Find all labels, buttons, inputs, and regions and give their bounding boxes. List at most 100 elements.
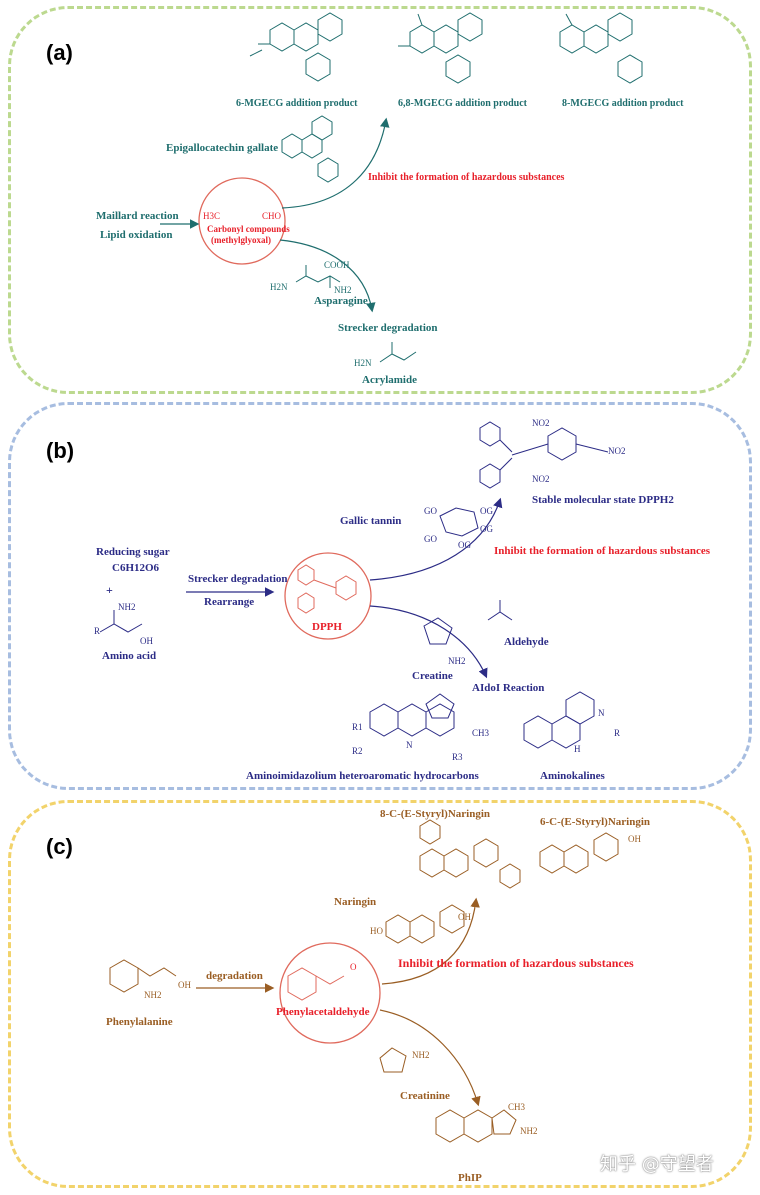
asparagine-group-cooh: COOH	[324, 260, 350, 270]
arrow-carbonyl-to-acrylamide	[279, 239, 376, 313]
tannin-group-1: GO	[424, 506, 437, 516]
carbonyl-name-1: Carbonyl compounds	[207, 224, 290, 234]
styryl-naringin-8-structure	[419, 819, 499, 878]
panel-c-frame	[8, 800, 752, 1188]
carbonyl-formula-right: CHO	[262, 211, 282, 221]
aldol-label: AIdoI Reaction	[472, 682, 545, 694]
styryl-naringin-6-structure	[499, 832, 619, 889]
amino-group-oh: OH	[140, 636, 153, 646]
carbonyl-name-2: (methylglyoxal)	[211, 235, 271, 245]
panel-c-molecules	[109, 819, 619, 1143]
phenylalanine-label: Phenylalanine	[106, 1016, 173, 1028]
creatinine-label: Creatinine	[400, 1090, 450, 1102]
aminokaline-structure	[523, 691, 595, 749]
plus-sign: +	[106, 583, 113, 597]
panel-a-molecules	[249, 12, 643, 183]
asparagine-label: Asparagine	[314, 295, 368, 307]
acrylamide-group: H2N	[354, 358, 372, 368]
styryl-6-label: 6-C-(E-Styryl)Naringin	[540, 816, 650, 828]
arrow-carbonyl-to-products	[281, 117, 390, 209]
creatine-group-nh2: NH2	[448, 656, 466, 666]
arrow-pa-to-phip	[379, 1009, 481, 1107]
phenylacetaldehyde-structure	[287, 967, 345, 1001]
naringin-group-ho: HO	[370, 926, 383, 936]
panel-a-label: (a)	[46, 40, 73, 65]
product-b-2: Aminokalines	[540, 770, 605, 782]
aminoimidazo-group-ch3: CH3	[472, 728, 490, 738]
panel-b-molecules	[99, 421, 609, 749]
arrow-dpph-to-aldol	[369, 605, 488, 679]
product-6-mgecg-structure	[249, 12, 343, 82]
sugar-label: Reducing sugar	[96, 546, 170, 558]
aminoimidazo-structure	[369, 693, 455, 737]
inhibit-text-c: Inhibit the formation of hazardous subst…	[398, 956, 634, 970]
panel-c-label: (c)	[46, 834, 73, 859]
amino-group-r: R	[94, 626, 101, 636]
dpph2-label: Stable molecular state DPPH2	[532, 494, 674, 506]
creatine-label: Creatine	[412, 670, 453, 682]
dpph2-group-1: NO2	[532, 418, 550, 428]
naringin-group-oh: OH	[458, 912, 471, 922]
asparagine-group-nh2: NH2	[334, 285, 352, 295]
acrylamide-structure	[379, 342, 417, 363]
creatinine-structure	[379, 1047, 407, 1073]
carbonyl-circle	[198, 177, 286, 265]
tannin-group-2: OG	[480, 506, 493, 516]
arrow-dpph-to-dpph2	[369, 497, 503, 581]
aldehyde-label: Aldehyde	[504, 636, 549, 648]
acrylamide-label: Acrylamide	[362, 374, 417, 386]
gallic-tannin-label: Gallic tannin	[340, 515, 402, 527]
source-1: Maillard reaction	[96, 210, 179, 222]
creatine-structure	[423, 617, 453, 645]
dpph-structure	[297, 564, 357, 614]
dpph2-group-2: NO2	[608, 446, 626, 456]
product-6-8-mgecg-structure	[398, 12, 483, 84]
dpph2-structure	[479, 421, 609, 489]
product-label-3: 8-MGECG addition product	[562, 98, 684, 109]
aminoimidazo-group-r1: R1	[352, 722, 363, 732]
phenylacetaldehyde-label: Phenylacetaldehyde	[276, 1006, 370, 1018]
dpph-circle	[284, 552, 372, 640]
aminoimidazo-group-n: N	[406, 740, 413, 750]
aminokaline-group-r: R	[614, 728, 621, 738]
phenylacetaldehyde-circle	[279, 942, 381, 1044]
tannin-group-4: GO	[424, 534, 437, 544]
aminokaline-group-h: H	[574, 744, 581, 754]
product-8-mgecg-structure	[559, 12, 643, 84]
strecker-label: Strecker degradation	[338, 322, 438, 334]
arrow-pa-to-naringin-products	[381, 897, 480, 985]
tannin-group-3: OG	[480, 524, 493, 534]
tannin-group-5: OG	[458, 540, 471, 550]
dpph2-group-3: NO2	[532, 474, 550, 484]
egcg-structure	[281, 115, 339, 183]
pa-group-o: O	[350, 962, 357, 972]
inhibitor-label: Epigallocatechin gallate	[166, 142, 279, 154]
degradation-label: degradation	[206, 970, 263, 982]
aminoimidazo-group-r3: R3	[452, 752, 463, 762]
styryl-8-label: 8-C-(E-Styryl)Naringin	[380, 808, 490, 820]
product-label-2: 6,8-MGECG addition product	[398, 98, 527, 109]
panel-a-frame	[8, 6, 752, 394]
dpph-label: DPPH	[312, 621, 342, 633]
inhibit-text: Inhibit the formation of hazardous subst…	[368, 172, 565, 183]
aldehyde-structure	[487, 600, 513, 621]
phip-group-ch3: CH3	[508, 1102, 526, 1112]
naringin-structure	[385, 904, 465, 944]
amino-acid-label: Amino acid	[102, 650, 157, 662]
panel-b-frame	[8, 402, 752, 790]
panel-b-label: (b)	[46, 438, 75, 463]
inhibit-text-b: Inhibit the formation of hazardous subst…	[494, 545, 711, 557]
asparagine-group-h2n: H2N	[270, 282, 288, 292]
creatinine-group-nh2: NH2	[412, 1050, 430, 1060]
product-label-1: 6-MGECG addition product	[236, 98, 358, 109]
phenylalanine-structure	[109, 959, 177, 993]
amino-acid-structure	[99, 610, 143, 633]
phip-label: PhIP	[458, 1172, 482, 1184]
amino-group-nh2: NH2	[118, 602, 136, 612]
phe-group-oh: OH	[178, 980, 191, 990]
arrow-label-strecker: Strecker degradation	[188, 573, 288, 585]
watermark: 知乎 @守望者	[600, 1154, 714, 1175]
aminokaline-group-n: N	[598, 708, 605, 718]
phip-structure	[435, 1109, 517, 1143]
